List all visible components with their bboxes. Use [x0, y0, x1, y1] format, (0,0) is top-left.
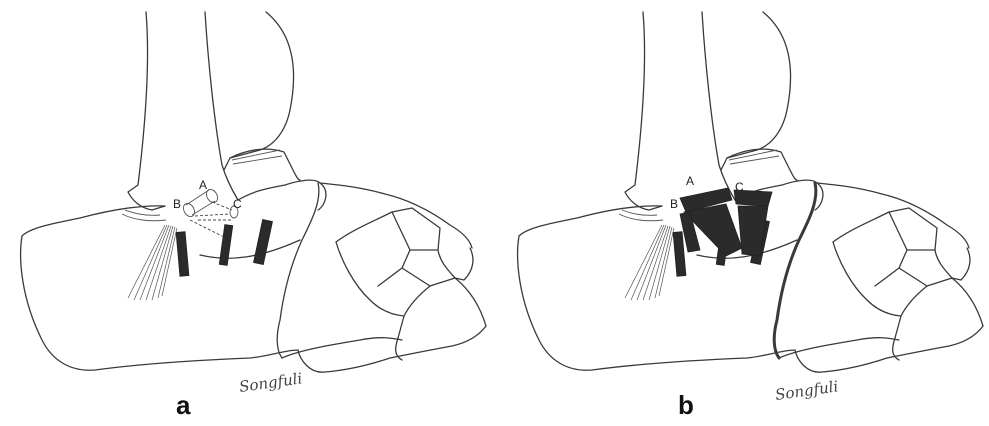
panel-a-sole: [298, 326, 486, 372]
panel-b-point-b: B: [670, 197, 678, 211]
panel-a-signature: Songfuli: [238, 369, 303, 396]
panel-a-ligaments: [128, 219, 272, 300]
panel-a-fibula: [224, 12, 294, 170]
panel-b-point-c: C: [735, 180, 744, 194]
panel-a-point-a: A: [199, 178, 207, 192]
panel-b-label: b: [678, 390, 694, 421]
panel-a-drawing: [21, 12, 486, 372]
panel-a-point-b: B: [173, 197, 181, 211]
panel-b-grafts: [680, 188, 772, 256]
panel-a-calcaneus: [21, 206, 298, 370]
panel-a-label: a: [176, 390, 190, 421]
panel-a-point-c: C: [233, 197, 242, 211]
panel-b-point-a: A: [686, 174, 694, 188]
panel-a-navicular: [277, 183, 319, 358]
panel-a-cuneiforms: [320, 183, 472, 248]
panel-a-tibia: [128, 12, 165, 210]
panel-a-talus: [238, 180, 326, 210]
panel-a-fibula-tip: [230, 149, 300, 180]
panel-a-tibia-front: [205, 12, 238, 200]
panel-b-drawing: [518, 12, 983, 372]
panel-b-signature: Songfuli: [774, 377, 839, 404]
